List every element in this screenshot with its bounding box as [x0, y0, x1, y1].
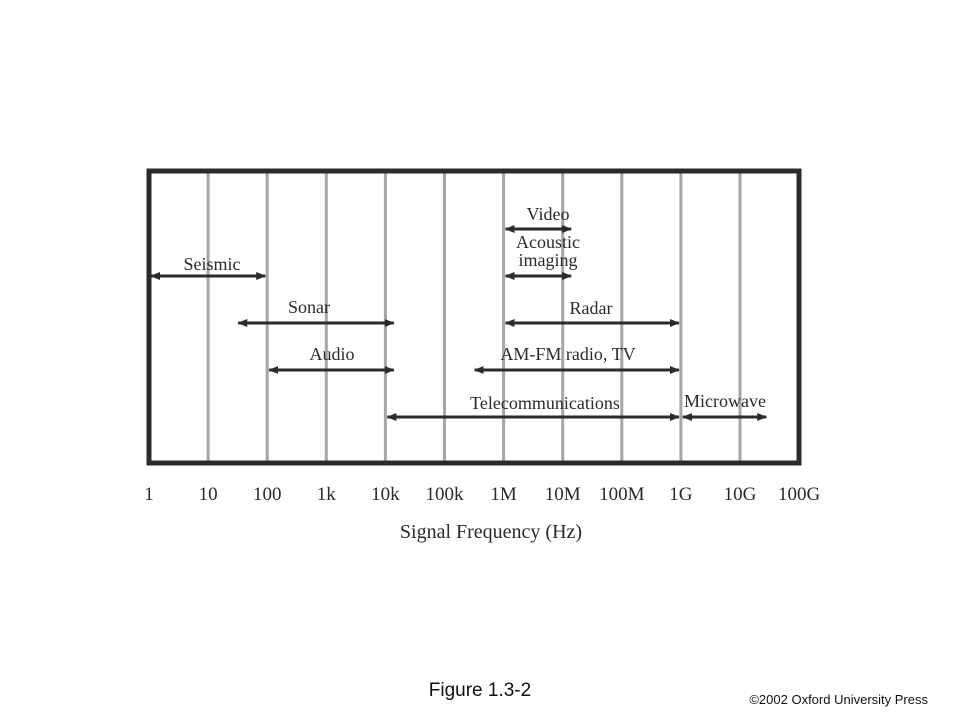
x-tick-label: 10M: [545, 484, 581, 505]
x-tick-label: 100k: [426, 484, 465, 505]
x-tick-labels: 1 10 100 1k 10k 100k 1M 10M 100M 1G 10G 100G: [144, 484, 820, 505]
band-radar: Radar: [504, 298, 680, 327]
x-tick-label: 1G: [669, 484, 693, 505]
x-tick-label: 10k: [371, 484, 400, 505]
grid-lines: [206, 171, 742, 463]
band-label: Telecommunications: [470, 393, 620, 413]
x-tick-label: 1k: [317, 484, 337, 505]
x-tick-label: 100M: [599, 484, 645, 505]
x-tick-label: 10: [199, 484, 218, 505]
x-tick-label: 100: [253, 484, 282, 505]
x-axis-label: Signal Frequency (Hz): [400, 521, 582, 543]
band-label: Radar: [570, 298, 613, 318]
band-label: Microwave: [684, 391, 766, 411]
band-telecommunications: Telecommunications: [386, 393, 680, 421]
band-label: Video: [527, 204, 570, 224]
band-label: Seismic: [184, 254, 241, 274]
band-label: Audio: [310, 344, 355, 364]
band-label: imaging: [519, 250, 578, 270]
band-am-fm-radio-tv: AM-FM radio, TV: [473, 344, 680, 374]
band-video: Video: [504, 204, 573, 233]
band-sonar: Sonar: [237, 297, 395, 327]
band-seismic: Seismic: [150, 254, 267, 280]
band-label: AM-FM radio, TV: [500, 344, 635, 364]
band-audio: Audio: [268, 344, 395, 374]
band-label: Acoustic: [516, 232, 580, 252]
copyright-notice: ©2002 Oxford University Press: [749, 692, 928, 707]
band-microwave: Microwave: [681, 391, 768, 421]
band-label: Sonar: [288, 297, 330, 317]
x-tick-label: 100G: [778, 484, 821, 505]
plot-frame: [146, 168, 802, 466]
figure-caption: Figure 1.3-2: [428, 680, 532, 701]
x-tick-label: 1: [144, 484, 154, 505]
x-tick-label: 10G: [724, 484, 757, 505]
x-tick-label: 1M: [490, 484, 517, 505]
